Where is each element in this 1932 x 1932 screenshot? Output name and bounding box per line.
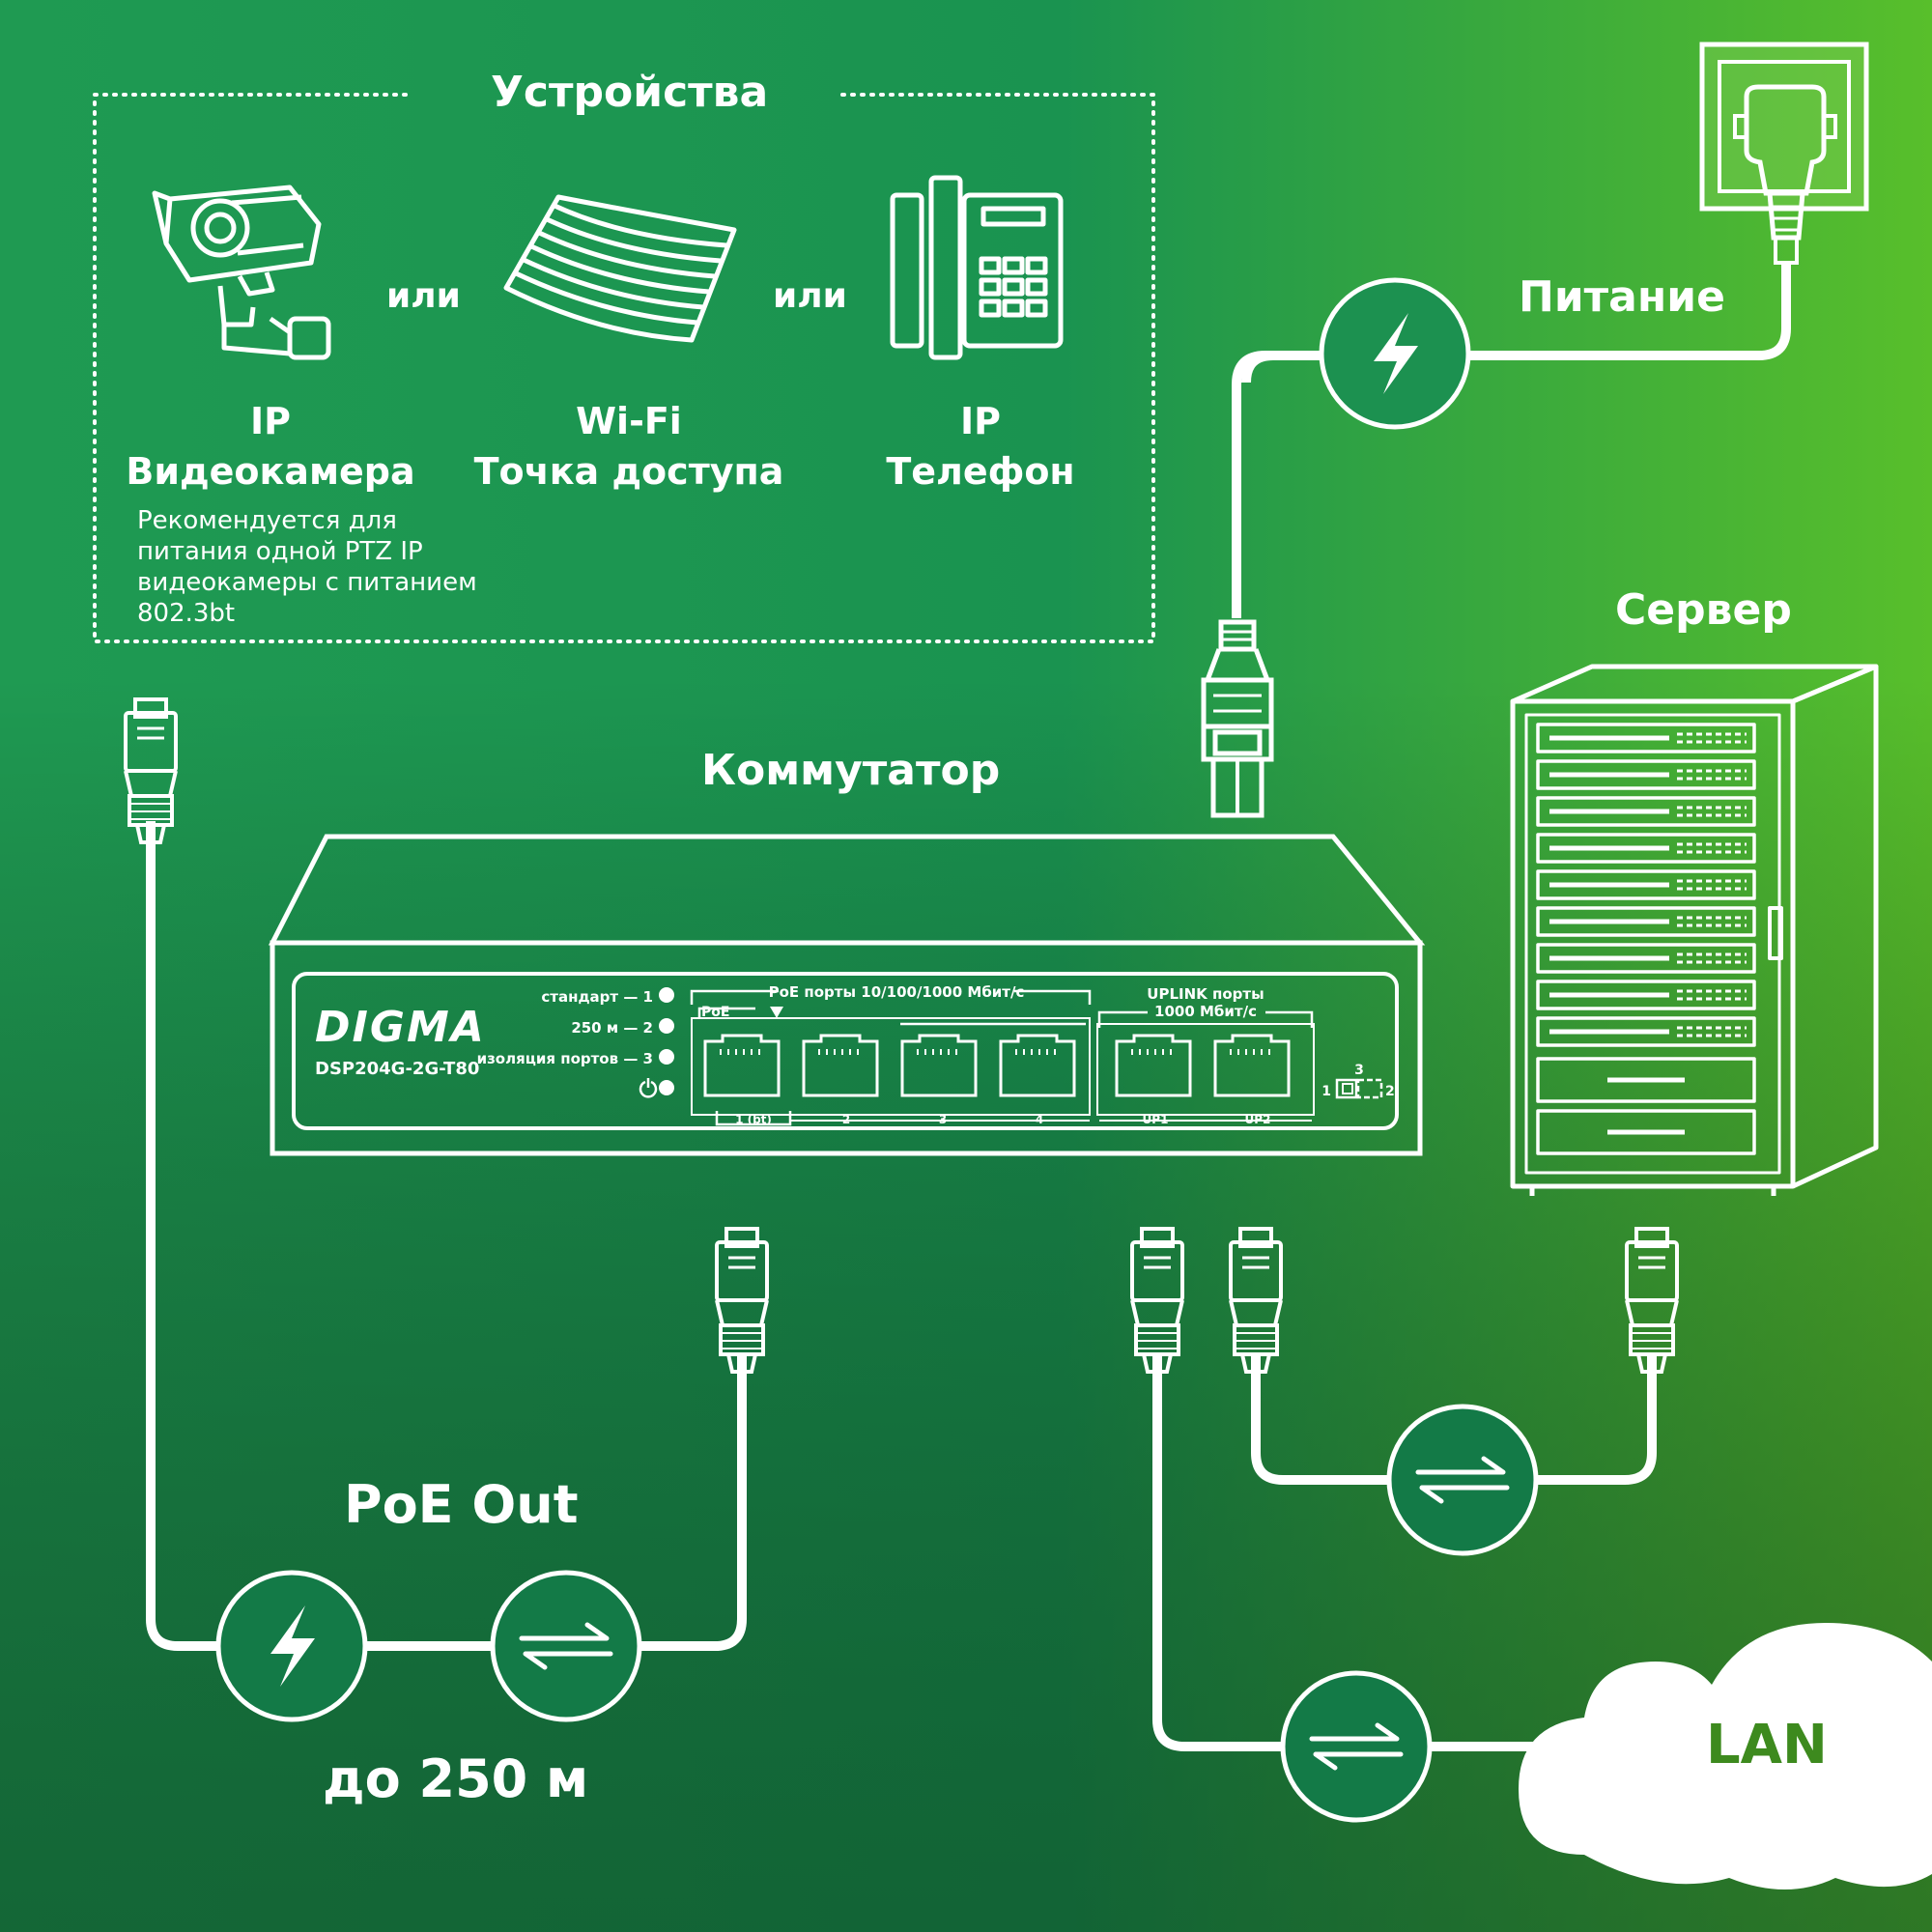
- wifi-label: Wi-Fi Точка доступа: [469, 396, 788, 497]
- power-socket-icon: [1699, 42, 1869, 265]
- port-label-3: 3: [939, 1113, 947, 1126]
- server-rack-icon: [1510, 664, 1879, 1196]
- phone-label-line2: Телефон: [886, 450, 1075, 493]
- ip-phone-icon: [890, 175, 1064, 360]
- uplink-label-2: 1000 Мбит/с: [1154, 1003, 1257, 1020]
- camera-label-line2: Видеокамера: [126, 450, 415, 493]
- server-label: Сервер: [1615, 585, 1792, 635]
- poe-tag: PoE: [701, 1005, 729, 1020]
- or-label-1: или: [386, 276, 461, 316]
- camera-note: Рекомендуется для питания одной PTZ IP в…: [137, 506, 477, 628]
- or-label-2: или: [773, 276, 847, 316]
- devices-frame: [93, 93, 1155, 643]
- port-label-4: 4: [1036, 1113, 1043, 1126]
- port-label-2: 2: [842, 1113, 850, 1126]
- port-label-up1: UP1: [1143, 1113, 1169, 1126]
- poe-group-label: PoE порты 10/100/1000 Мбит/с: [769, 983, 1025, 1001]
- lan-data-circle: [1280, 1670, 1433, 1823]
- poe-out-label: PoE Out: [344, 1474, 579, 1535]
- power-label: Питание: [1519, 272, 1725, 322]
- port-label-up2: UP2: [1245, 1113, 1271, 1126]
- switch-title: Коммутатор: [701, 746, 1001, 795]
- lan-label: LAN: [1706, 1714, 1828, 1776]
- ip-camera-icon: [152, 185, 331, 360]
- switch-mode-2: 250 м — 2: [571, 1019, 653, 1037]
- phone-label: IP Телефон: [850, 396, 1111, 497]
- dip-label-right: 2: [1385, 1084, 1395, 1099]
- port-label-1: 1 (bt): [735, 1113, 772, 1126]
- camera-label: IP Видеокамера: [126, 396, 415, 497]
- dip-label-left: 1: [1321, 1084, 1331, 1099]
- switch-mode-3: изоляция портов — 3: [477, 1050, 653, 1067]
- poe-power-circle: [215, 1570, 368, 1722]
- camera-label-line1: IP: [250, 400, 291, 442]
- power-cable: [1241, 263, 1791, 384]
- phone-label-line1: IP: [960, 400, 1001, 442]
- power-circle: [1319, 277, 1471, 430]
- wifi-label-line2: Точка доступа: [473, 450, 784, 493]
- server-data-circle: [1386, 1404, 1539, 1556]
- uplink-label-1: UPLINK порты: [1147, 985, 1264, 1003]
- dip-label-top: 3: [1354, 1063, 1364, 1078]
- wifi-label-line1: Wi-Fi: [576, 400, 682, 442]
- devices-title: Устройства: [491, 68, 769, 117]
- power-connector: [1201, 619, 1274, 818]
- wifi-access-point-icon: [503, 194, 737, 343]
- switch-device: [268, 834, 1426, 1156]
- switch-brand: DIGMA: [315, 1003, 486, 1052]
- poe-data-circle: [490, 1570, 642, 1722]
- poe-distance-label: до 250 м: [323, 1748, 589, 1809]
- lan-cloud: [1519, 1623, 1932, 1889]
- switch-mode-1: стандарт — 1: [541, 988, 653, 1006]
- switch-model: DSP204G-2G-T80: [315, 1059, 479, 1079]
